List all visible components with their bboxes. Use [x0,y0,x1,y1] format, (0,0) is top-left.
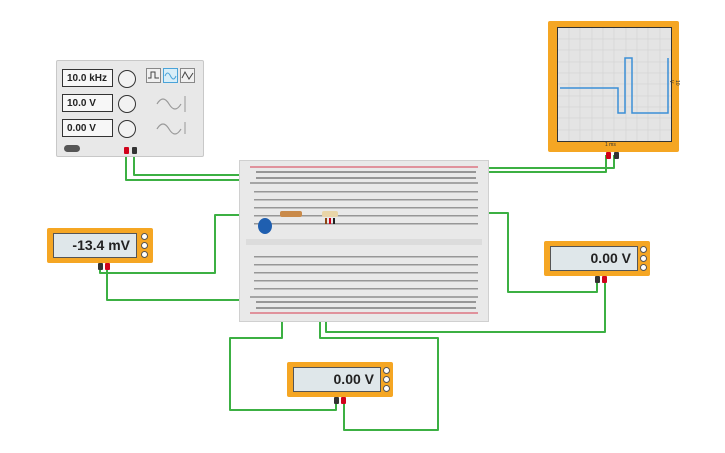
multimeter-right-reading: 0.00 V [550,246,638,271]
resistor[interactable] [322,211,338,224]
sine-wave-icon [164,72,177,80]
dc-offset-display[interactable]: 0.00 V [62,119,113,137]
scope-positive-terminal[interactable] [606,152,611,159]
wire [470,155,615,169]
multimeter-right-jack[interactable] [640,264,647,271]
multimeter-bottom-negative-probe[interactable] [334,397,339,404]
offset-knob[interactable] [118,120,136,138]
multimeter-bottom-jack[interactable] [383,376,390,383]
sine-wave-button[interactable] [163,68,178,83]
positive-terminal[interactable] [124,147,129,154]
power-switch[interactable] [64,145,80,152]
oscilloscope-screen [557,27,672,142]
multimeter-bottom[interactable]: 0.00 V [287,362,393,404]
oscilloscope[interactable]: 10 V 1 ms [548,21,680,159]
multimeter-bottom-jack[interactable] [383,367,390,374]
breadboard[interactable] [239,160,489,322]
scope-negative-terminal[interactable] [614,152,619,159]
breadboard-grid [246,166,482,314]
amplitude-wave-icon [156,96,186,135]
multimeter-left-jack[interactable] [141,233,148,240]
frequency-display[interactable]: 10.0 kHz [62,69,113,87]
square-wave-icon [148,71,159,79]
multimeter-bottom-positive-probe[interactable] [341,397,346,404]
multimeter-left-jack[interactable] [141,251,148,258]
multimeter-bottom-jack[interactable] [383,385,390,392]
multimeter-left[interactable]: -13.4 mV [47,228,153,270]
multimeter-right-jack[interactable] [640,255,647,262]
negative-terminal[interactable] [132,147,137,154]
scope-volt-label: 10 V [668,80,680,86]
square-wave-button[interactable] [146,68,161,83]
oscilloscope-trace [558,28,671,141]
resistor-bands [325,218,335,224]
multimeter-left-jack[interactable] [141,242,148,249]
multimeter-right-jack[interactable] [640,246,647,253]
multimeter-right[interactable]: 0.00 V [544,241,650,283]
capacitor[interactable] [258,218,272,234]
triangle-wave-button[interactable] [180,68,195,83]
frequency-knob[interactable] [118,70,136,88]
wire [470,155,607,173]
multimeter-right-positive-probe[interactable] [602,276,607,283]
multimeter-left-positive-probe[interactable] [105,263,110,270]
multimeter-left-reading: -13.4 mV [53,233,137,258]
multimeter-left-negative-probe[interactable] [98,263,103,270]
amplitude-knob[interactable] [118,95,136,113]
triangle-wave-icon [181,70,194,80]
inductor[interactable] [280,211,302,217]
scope-time-label: 1 ms [605,142,616,148]
amplitude-display[interactable]: 10.0 V [62,94,113,112]
multimeter-right-negative-probe[interactable] [595,276,600,283]
multimeter-bottom-reading: 0.00 V [293,367,381,392]
function-generator[interactable]: 10.0 kHz 10.0 V 0.00 V [56,60,204,157]
